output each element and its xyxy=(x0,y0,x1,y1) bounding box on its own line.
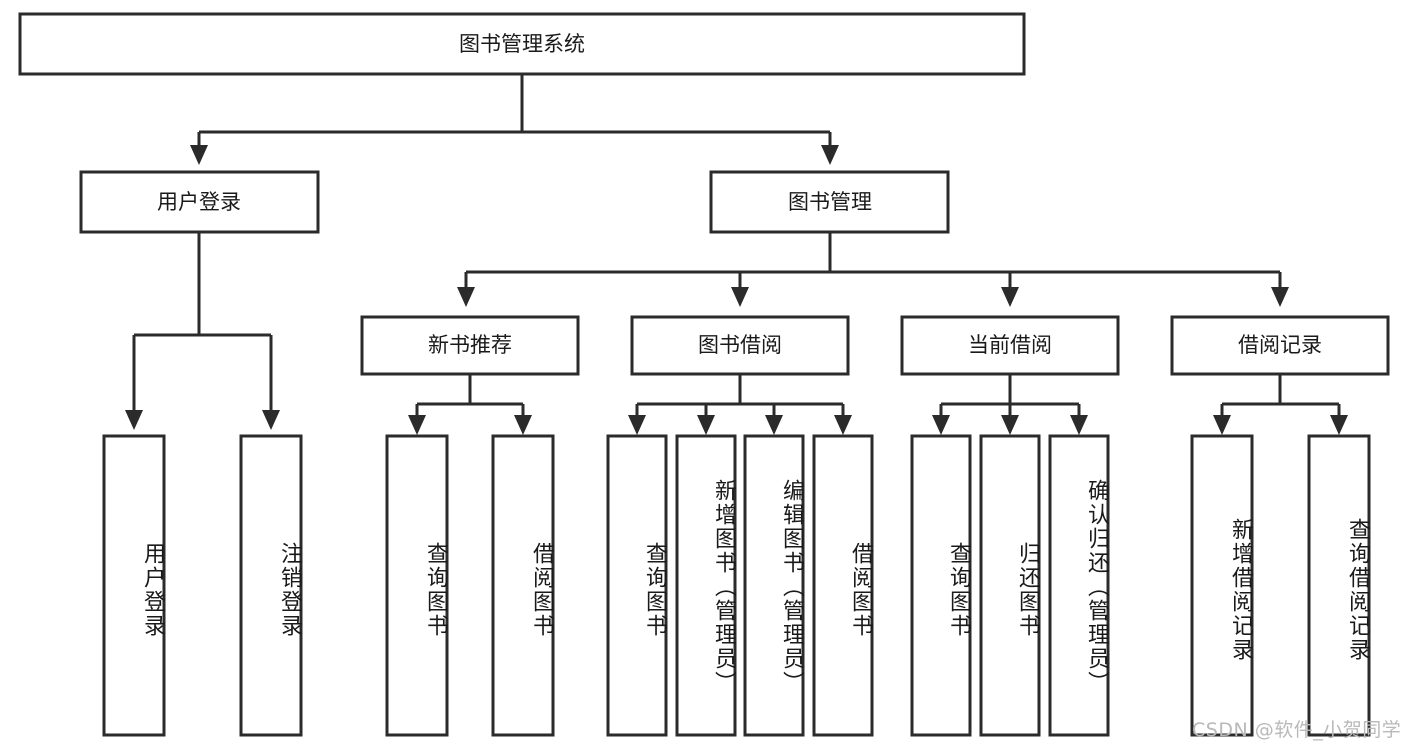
node-leaf-edit-book-box[interactable] xyxy=(743,434,805,737)
arrowhead-leaf-query-book-1 xyxy=(408,415,426,435)
node-borrow-record-label: 借阅记录 xyxy=(1238,333,1322,357)
node-leaf-query-book-2-box[interactable] xyxy=(606,434,668,737)
node-book-borrow-box[interactable] xyxy=(630,315,850,376)
node-user-login-label: 用户登录 xyxy=(157,190,241,214)
arrowhead-leaf-return-book xyxy=(1001,415,1019,435)
node-current-borrow-label: 当前借阅 xyxy=(968,333,1052,357)
arrowhead-book-manage xyxy=(821,145,839,165)
node-leaf-add-record-box[interactable] xyxy=(1190,434,1254,737)
node-leaf-user-login-box[interactable] xyxy=(102,434,166,737)
arrowhead-leaf-confirm-return xyxy=(1070,415,1088,435)
arrowhead-leaf-add-record xyxy=(1213,415,1231,435)
node-book-manage-label: 图书管理 xyxy=(788,190,872,214)
node-root-box[interactable] xyxy=(18,12,1026,76)
csdn-watermark: CSDN @软件_小贺同学 xyxy=(1192,719,1402,741)
node-book-borrow-label: 图书借阅 xyxy=(698,333,782,357)
arrowhead-leaf-query-book-3 xyxy=(932,415,950,435)
node-borrow-record-box[interactable] xyxy=(1170,315,1390,376)
arrowhead-book-borrow xyxy=(731,287,749,307)
node-new-book-recommend-label: 新书推荐 xyxy=(428,333,512,357)
arrowhead-new-book-recommend xyxy=(457,287,475,307)
arrowhead-leaf-user-login xyxy=(125,410,143,430)
arrowhead-leaf-borrow-book-2 xyxy=(834,415,852,435)
arrowhead-current-borrow xyxy=(1001,287,1019,307)
arrowhead-leaf-edit-book xyxy=(765,415,783,435)
arrowhead-borrow-record xyxy=(1271,287,1289,307)
node-leaf-borrow-book-1-box[interactable] xyxy=(491,434,555,737)
node-new-book-recommend-box[interactable] xyxy=(360,315,580,376)
node-root-label: 图书管理系统 xyxy=(459,32,585,56)
arrowhead-leaf-add-book xyxy=(697,415,715,435)
arrowhead-leaf-query-record xyxy=(1330,415,1348,435)
arrowhead-leaf-user-logout xyxy=(262,410,280,430)
node-leaf-query-book-1-box[interactable] xyxy=(385,434,449,737)
node-leaf-confirm-return-box[interactable] xyxy=(1048,434,1110,737)
arrowhead-leaf-query-book-2 xyxy=(628,415,646,435)
node-book-manage-box[interactable] xyxy=(709,170,950,234)
node-current-borrow-box[interactable] xyxy=(900,315,1120,376)
node-leaf-add-book-box[interactable] xyxy=(675,434,737,737)
node-leaf-user-logout-box[interactable] xyxy=(239,434,303,737)
arrowhead-user-login xyxy=(190,145,208,165)
node-leaf-query-book-3-box[interactable] xyxy=(910,434,972,737)
node-leaf-return-book-box[interactable] xyxy=(979,434,1041,737)
node-leaf-borrow-book-2-box[interactable] xyxy=(812,434,874,737)
node-leaf-query-record-box[interactable] xyxy=(1307,434,1371,737)
arrowhead-leaf-borrow-book-1 xyxy=(514,415,532,435)
